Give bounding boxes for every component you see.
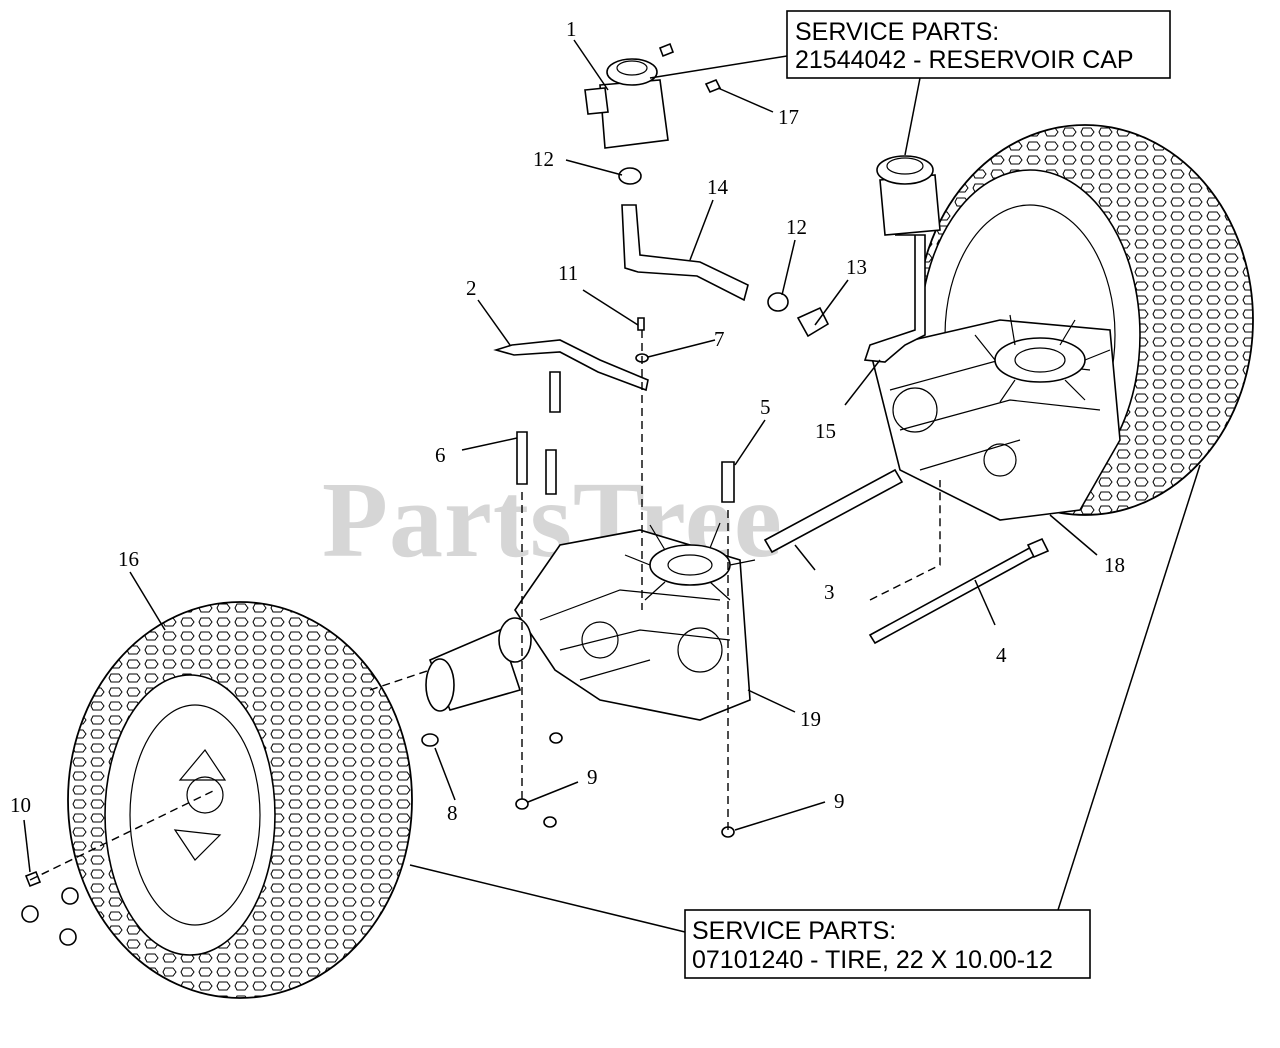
service-box-reservoir-title: SERVICE PARTS: bbox=[795, 18, 999, 46]
callout-3: 3 bbox=[824, 580, 835, 604]
bolt-top bbox=[658, 42, 675, 58]
service-box-reservoir: SERVICE PARTS: 21544042 - RESERVOIR CAP bbox=[786, 10, 1171, 79]
dash-line-f bbox=[869, 480, 941, 601]
right-transmission bbox=[869, 314, 1121, 521]
callout-16: 16 bbox=[118, 547, 139, 571]
nut-a bbox=[549, 732, 563, 744]
clamp-12-top bbox=[618, 167, 642, 185]
callout-15: 15 bbox=[815, 419, 836, 443]
reservoir-assembly-1 bbox=[584, 58, 669, 149]
right-reservoir bbox=[863, 155, 941, 363]
bolt-upper bbox=[549, 371, 561, 413]
service-box-reservoir-part: 21544042 - RESERVOIR CAP bbox=[795, 46, 1134, 74]
service-box-tire-title: SERVICE PARTS: bbox=[692, 917, 896, 945]
callout-12-right: 12 bbox=[786, 215, 807, 239]
callout-11: 11 bbox=[558, 261, 578, 285]
callout-6: 6 bbox=[435, 443, 446, 467]
callout-5: 5 bbox=[760, 395, 771, 419]
callout-numbers: 1 2 3 4 5 6 7 8 9 9 10 11 12 12 13 14 15… bbox=[10, 17, 1125, 825]
left-fan-icon bbox=[624, 522, 756, 601]
callout-8: 8 bbox=[447, 801, 458, 825]
callout-19: 19 bbox=[800, 707, 821, 731]
callout-17: 17 bbox=[778, 105, 799, 129]
lug-nut-a bbox=[61, 887, 79, 905]
callout-1: 1 bbox=[566, 17, 577, 41]
nut-8 bbox=[421, 733, 439, 747]
service-box-tire-part: 07101240 - TIRE, 22 X 10.00-12 bbox=[692, 946, 1053, 974]
linkage-rod-2 bbox=[493, 339, 649, 392]
callout-4: 4 bbox=[996, 643, 1007, 667]
clamp-12-right bbox=[767, 292, 789, 312]
left-tire bbox=[67, 601, 413, 999]
callout-9-left: 9 bbox=[587, 765, 598, 789]
leader-lines bbox=[23, 39, 1201, 933]
callout-9-right: 9 bbox=[834, 789, 845, 813]
service-box-tire: SERVICE PARTS: 07101240 - TIRE, 22 X 10.… bbox=[684, 909, 1091, 979]
bolt-6 bbox=[516, 431, 528, 485]
fitting-13 bbox=[796, 306, 830, 338]
dash-line-e bbox=[369, 669, 431, 691]
pin-11 bbox=[637, 317, 645, 331]
bolt-6b bbox=[545, 449, 557, 495]
bolt-5 bbox=[721, 461, 735, 503]
bolt-17 bbox=[704, 78, 722, 94]
callout-12-top: 12 bbox=[533, 147, 554, 171]
left-transmission bbox=[425, 522, 756, 721]
callout-14: 14 bbox=[707, 175, 729, 199]
lug-nut-b bbox=[21, 905, 39, 923]
axle-tube-3 bbox=[763, 468, 904, 554]
hose-14 bbox=[621, 204, 749, 302]
nut-9a bbox=[515, 798, 529, 810]
callout-2: 2 bbox=[466, 276, 477, 300]
lug-nut-c bbox=[59, 928, 77, 946]
nut-b bbox=[543, 816, 557, 828]
dash-line-d bbox=[29, 789, 216, 881]
callout-10: 10 bbox=[10, 793, 31, 817]
callout-13: 13 bbox=[846, 255, 867, 279]
callout-7: 7 bbox=[714, 327, 725, 351]
callout-18: 18 bbox=[1104, 553, 1125, 577]
right-fan-icon bbox=[974, 314, 1111, 403]
axle-rod-4 bbox=[868, 537, 1050, 645]
